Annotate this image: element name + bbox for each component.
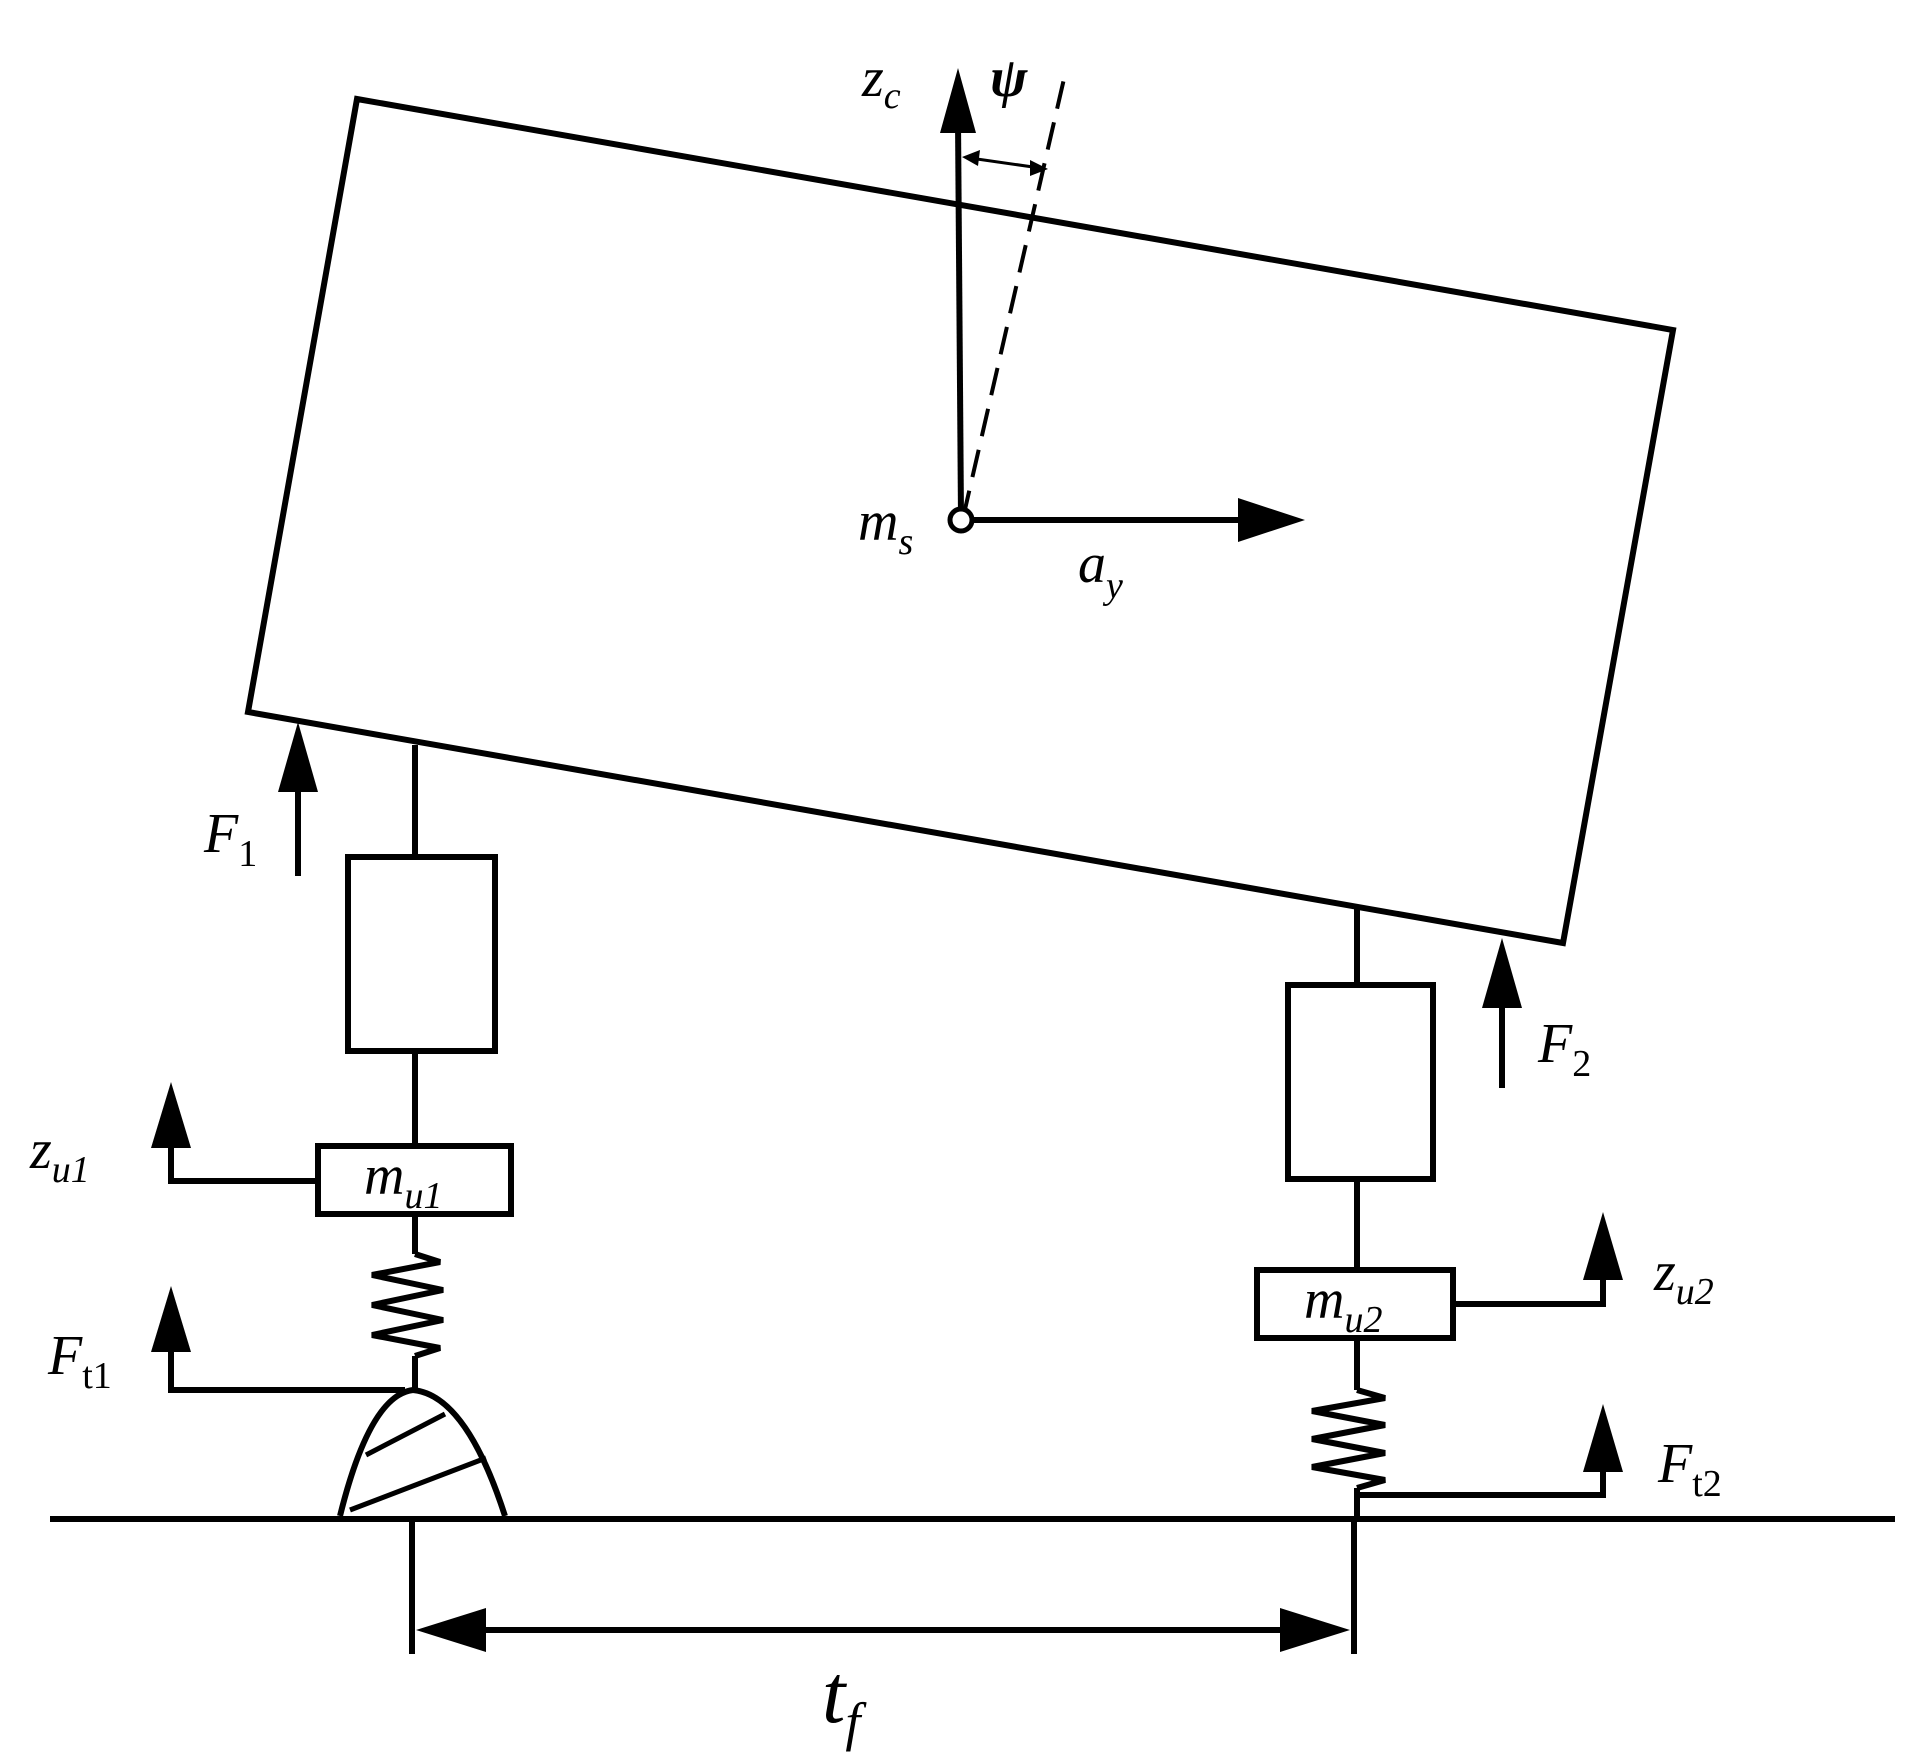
psi-arrowhead-right [1030,160,1048,176]
psi-arrowhead-left [962,150,980,166]
ay-arrowhead [1238,498,1305,542]
F1-label: F1 [203,803,257,875]
psi-angle-arrow [969,156,1041,170]
zu2-arrow-line [1453,1268,1606,1307]
left-damper-box [345,854,498,1054]
F2-arrowhead [1482,938,1522,1008]
zu2-label: zu2 [1653,1241,1714,1313]
ms-label: ms [858,491,913,563]
left-suspension [315,745,514,1517]
zc-axis-line [955,119,964,519]
right-suspension [1254,908,1456,1516]
zu1-arrow-line [168,1130,318,1184]
ay-label: ay [1078,533,1123,607]
zu1-arrowhead [151,1082,191,1148]
F2-label: F2 [1537,1013,1591,1085]
mu2-label: mu2 [1304,1269,1382,1341]
psi-label: ψ [990,47,1028,109]
Ft2-label: Ft2 [1657,1433,1722,1505]
zc-arrowhead [940,68,976,133]
zu2-arrowhead [1583,1212,1623,1280]
F1-arrowhead [278,722,318,792]
Ft1-arrowhead [151,1286,191,1352]
left-tire-contact [337,1386,508,1517]
right-tire-spring [1311,1387,1386,1491]
Ft1-label: Ft1 [47,1325,112,1397]
Ft2-arrow-line [1357,1460,1606,1498]
sprung-mass-body [244,95,1677,947]
mu1-label: mu1 [364,1145,442,1217]
track-arrowhead-right [1280,1608,1350,1652]
zu1-label: zu1 [29,1119,90,1191]
track-arrowhead-left [416,1608,486,1652]
tf-label: tf [822,1648,867,1752]
Ft2-arrowhead [1583,1404,1623,1472]
left-tire-spring [371,1251,444,1359]
right-damper-box [1285,982,1436,1182]
body-axis-dashed [961,69,1068,519]
center-of-mass-marker [947,506,975,534]
zc-label: zc [861,47,901,117]
Ft1-arrow-line [168,1340,405,1393]
